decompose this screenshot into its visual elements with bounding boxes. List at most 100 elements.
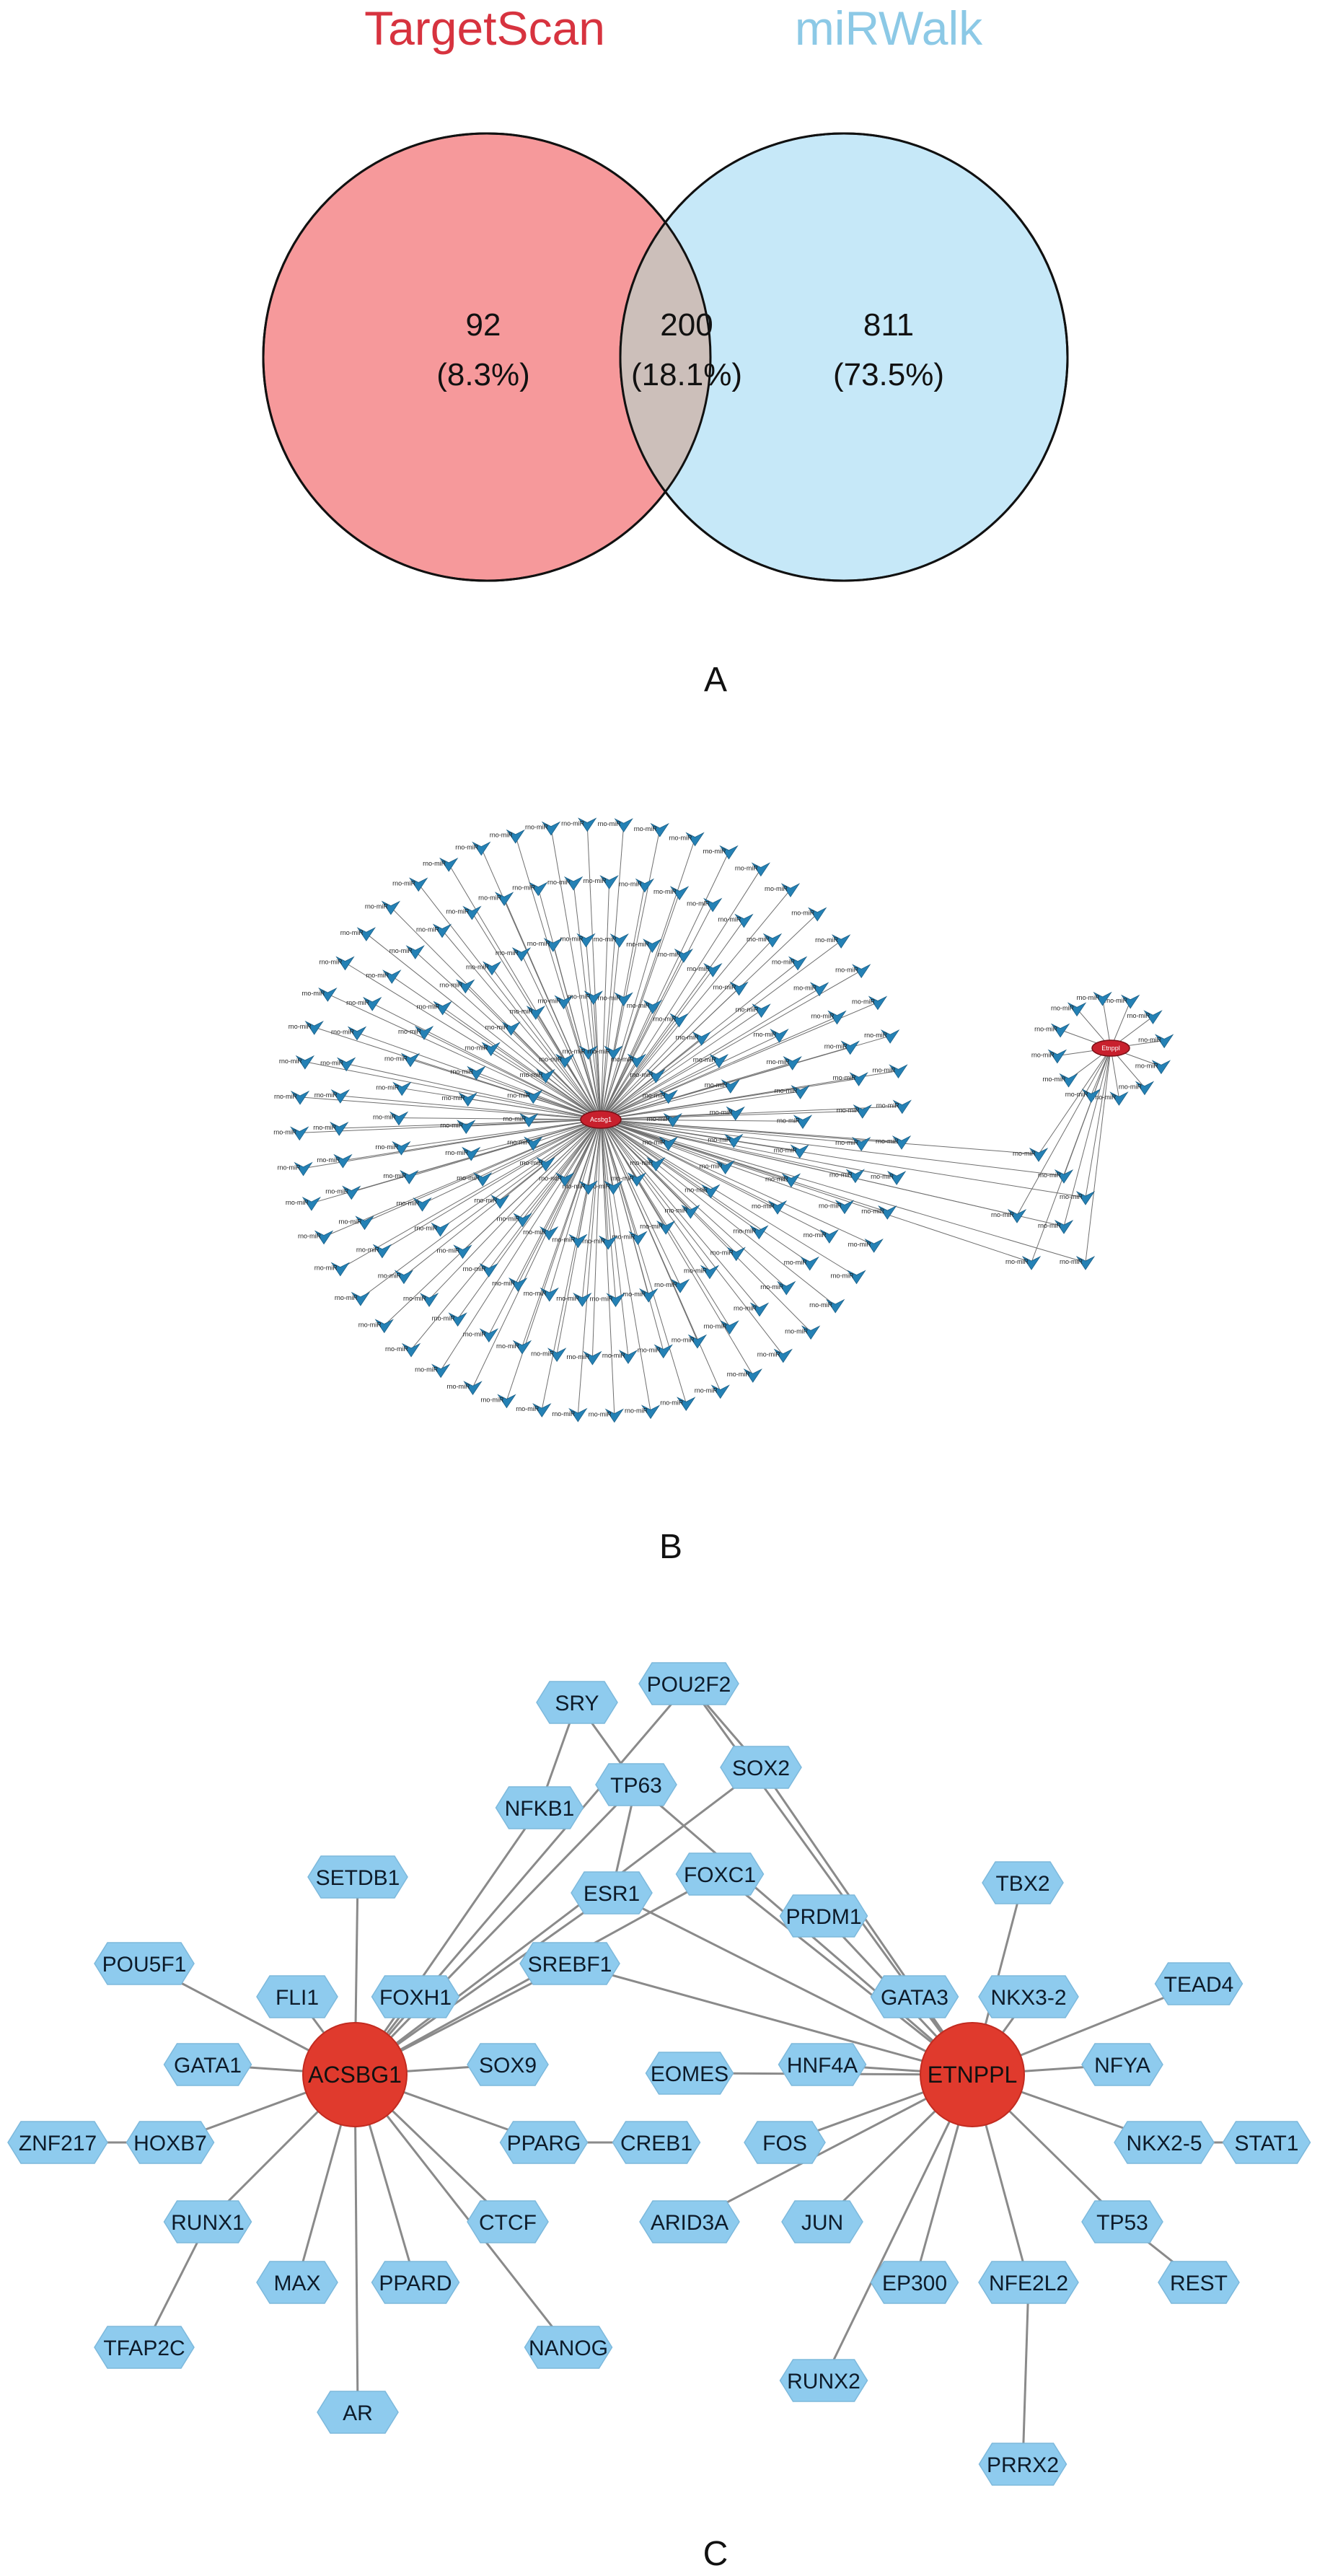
tf-node-shape <box>675 1852 765 1896</box>
mirna-node: rno-miR <box>442 1092 477 1107</box>
mirna-label: rno-miR <box>793 984 817 991</box>
tf-node-ep300: EP300 <box>870 2261 959 2304</box>
mirna-edge <box>600 1060 720 1120</box>
tf-node-label: FOXH1 <box>379 1986 452 2010</box>
mirna-node: rno-miR <box>378 1270 414 1285</box>
mirna-edge <box>600 1119 760 1309</box>
mirna-node: rno-miR <box>687 897 723 913</box>
mirna-label: rno-miR <box>1038 1222 1062 1229</box>
mirna-label: rno-miR <box>852 998 876 1006</box>
mirna-node: rno-miR <box>708 1133 744 1148</box>
mirna-label: rno-miR <box>1051 1004 1075 1011</box>
mirna-label: rno-miR <box>466 963 490 970</box>
mirna-edge <box>488 1119 602 1270</box>
tf-node-label: ZNF217 <box>19 2132 97 2155</box>
tf-node-srebf1: SREBF1 <box>519 1942 620 1985</box>
tf-node-shape <box>307 1855 408 1899</box>
mirna-label: rno-miR <box>664 1207 688 1214</box>
mirna-node: rno-miR <box>1042 1073 1078 1088</box>
mirna-edge <box>550 827 602 1120</box>
mirna-node: rno-miR <box>647 1112 682 1127</box>
tf-node-prrx2: PRRX2 <box>978 2443 1068 2486</box>
mirna-label: rno-miR <box>274 1093 298 1100</box>
mirna-node: rno-miR <box>660 1397 696 1411</box>
mirna-node: rno-miR <box>480 1394 516 1409</box>
mirna-edge <box>600 1119 1065 1177</box>
mirna-node: rno-miR <box>365 900 401 915</box>
mirna-label: rno-miR <box>335 1294 358 1301</box>
mirna-label: rno-miR <box>566 1353 590 1360</box>
tf-node-creb1: CREB1 <box>612 2121 701 2164</box>
mirna-label: rno-miR <box>684 1187 708 1194</box>
mirna-label: rno-miR <box>432 1314 456 1322</box>
mirna-node: rno-miR <box>497 1213 532 1228</box>
mirna-edge <box>600 970 862 1120</box>
mirna-label: rno-miR <box>582 1238 606 1245</box>
tf-node-label: TEAD4 <box>1164 1973 1234 1997</box>
tf-node-sry: SRY <box>536 1681 618 1724</box>
mirna-node: rno-miR <box>1104 994 1140 1009</box>
tf-node-label: HNF4A <box>787 2054 858 2078</box>
mirna-node: rno-miR <box>634 822 669 838</box>
mirna-label: rno-miR <box>314 1265 338 1272</box>
mirna-label: rno-miR <box>861 1208 885 1215</box>
mirna-edge <box>346 1063 602 1120</box>
mirna-node: rno-miR <box>403 1293 439 1307</box>
mirna-label: rno-miR <box>556 1295 580 1302</box>
venn-set-name-mirwalk: miRWalk <box>795 1 983 55</box>
mirna-label: rno-miR <box>784 1259 808 1266</box>
mirna-edge <box>423 1032 602 1120</box>
mirna-node: rno-miR <box>547 876 584 891</box>
tf-node-rest: REST <box>1158 2261 1240 2304</box>
mirna-network-edges <box>299 824 1165 1415</box>
mirna-label: rno-miR <box>325 1188 349 1195</box>
tf-node-shape <box>612 2121 701 2164</box>
mirna-edge <box>600 945 653 1120</box>
mirna-node: rno-miR <box>335 1291 371 1306</box>
tf-node-label: CTCF <box>479 2211 537 2235</box>
mirna-node: rno-miR <box>736 1003 771 1019</box>
venn-outline-left <box>262 132 712 582</box>
mirna-label: rno-miR <box>736 1006 760 1013</box>
venn-set-name-targetscan: TargetScan <box>364 1 605 55</box>
mirna-edge <box>600 892 680 1120</box>
tf-node-label: SRY <box>555 1692 599 1715</box>
mirna-node: rno-miR <box>811 1010 847 1025</box>
tf-node-shape <box>978 2443 1068 2486</box>
mirna-edge <box>600 1119 754 1376</box>
mirna-label: rno-miR <box>654 1281 678 1288</box>
mirna-label: rno-miR <box>423 860 446 867</box>
mirna-node: rno-miR <box>313 1121 349 1136</box>
mirna-node: rno-miR <box>301 987 338 1002</box>
mirna-label: rno-miR <box>385 1345 409 1353</box>
mirna-edge <box>490 1047 602 1120</box>
mirna-node: rno-miR <box>774 1144 809 1159</box>
mirna-label: rno-miR <box>298 1232 322 1239</box>
mirna-node: rno-miR <box>785 1325 821 1340</box>
mirna-node: rno-miR <box>1135 1060 1171 1075</box>
mirna-label: rno-miR <box>1104 997 1128 1004</box>
mirna-label: rno-miR <box>684 1267 708 1275</box>
mirna-node: rno-miR <box>373 1111 409 1126</box>
mirna-label: rno-miR <box>1042 1076 1066 1083</box>
mirna-node: rno-miR <box>346 996 382 1011</box>
hub-node-label: ETNPPL <box>928 2062 1017 2088</box>
mirna-edge <box>600 940 620 1120</box>
mirna-label: rno-miR <box>492 1280 516 1287</box>
mirna-node: rno-miR <box>356 1244 392 1259</box>
mirna-edge <box>418 884 602 1120</box>
mirna-label: rno-miR <box>365 903 389 910</box>
mirna-edge <box>600 920 744 1120</box>
venn-percent-mirwalk-only: (73.5%) <box>833 357 944 392</box>
mirna-node: rno-miR <box>710 1106 745 1121</box>
mirna-edge <box>600 1119 760 1232</box>
mirna-node: rno-miR <box>383 1169 419 1184</box>
mirna-node: rno-miR <box>446 905 482 920</box>
mirna-label: rno-miR <box>366 972 389 979</box>
mirna-node: rno-miR <box>630 1068 666 1083</box>
mirna-edge <box>517 1119 602 1285</box>
hub-node-acsbg1 <box>580 1110 622 1129</box>
mirna-edge <box>600 1119 836 1306</box>
mirna-label: rno-miR <box>713 984 737 991</box>
mirna-node: rno-miR <box>376 1081 412 1096</box>
